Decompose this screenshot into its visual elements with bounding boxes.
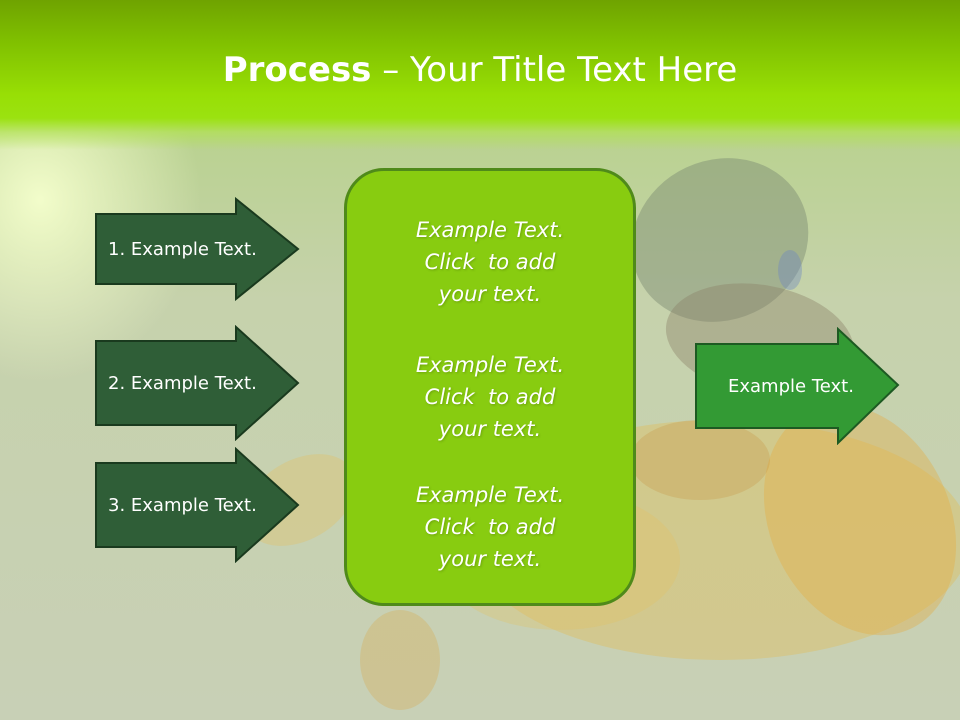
title-bold: Process bbox=[222, 50, 372, 90]
arrow-2[interactable]: 2. Example Text. bbox=[94, 325, 300, 441]
paragraph-3-line-1: Example Text. bbox=[415, 483, 565, 507]
center-text-box[interactable]: Example Text. Click to add your text. Ex… bbox=[344, 168, 636, 606]
slide-title: Process – Your Title Text Here bbox=[0, 50, 960, 90]
paragraph-1-line-3: your text. bbox=[438, 282, 542, 306]
arrow-1-label: 1. Example Text. bbox=[108, 238, 257, 260]
arrow-1[interactable]: 1. Example Text. bbox=[94, 197, 300, 301]
arrow-1-shape bbox=[95, 197, 300, 301]
arrow-2-label: 2. Example Text. bbox=[108, 372, 257, 394]
arrow-2-shape bbox=[95, 325, 300, 441]
arrow-3-shape bbox=[95, 447, 300, 563]
arrow-3-label: 3. Example Text. bbox=[108, 494, 257, 516]
arrow-3[interactable]: 3. Example Text. bbox=[94, 447, 300, 563]
title-bar bbox=[0, 0, 960, 150]
arrow-output-label: Example Text. bbox=[728, 375, 854, 397]
arrow-output[interactable]: Example Text. bbox=[694, 327, 900, 445]
center-paragraph-2: Example Text. Click to add your text. bbox=[347, 349, 633, 445]
paragraph-3-line-3: your text. bbox=[438, 547, 542, 571]
arrow-output-shape bbox=[695, 327, 900, 445]
paragraph-2-line-3: your text. bbox=[438, 417, 542, 441]
paragraph-2-line-2: Click to add bbox=[424, 385, 556, 409]
paragraph-2-line-1: Example Text. bbox=[415, 353, 565, 377]
title-rest: – Your Title Text Here bbox=[371, 50, 738, 90]
center-paragraph-1: Example Text. Click to add your text. bbox=[347, 214, 633, 310]
paragraph-1-line-1: Example Text. bbox=[415, 218, 565, 242]
center-paragraph-3: Example Text. Click to add your text. bbox=[347, 479, 633, 575]
paragraph-1-line-2: Click to add bbox=[424, 250, 556, 274]
paragraph-3-line-2: Click to add bbox=[424, 515, 556, 539]
